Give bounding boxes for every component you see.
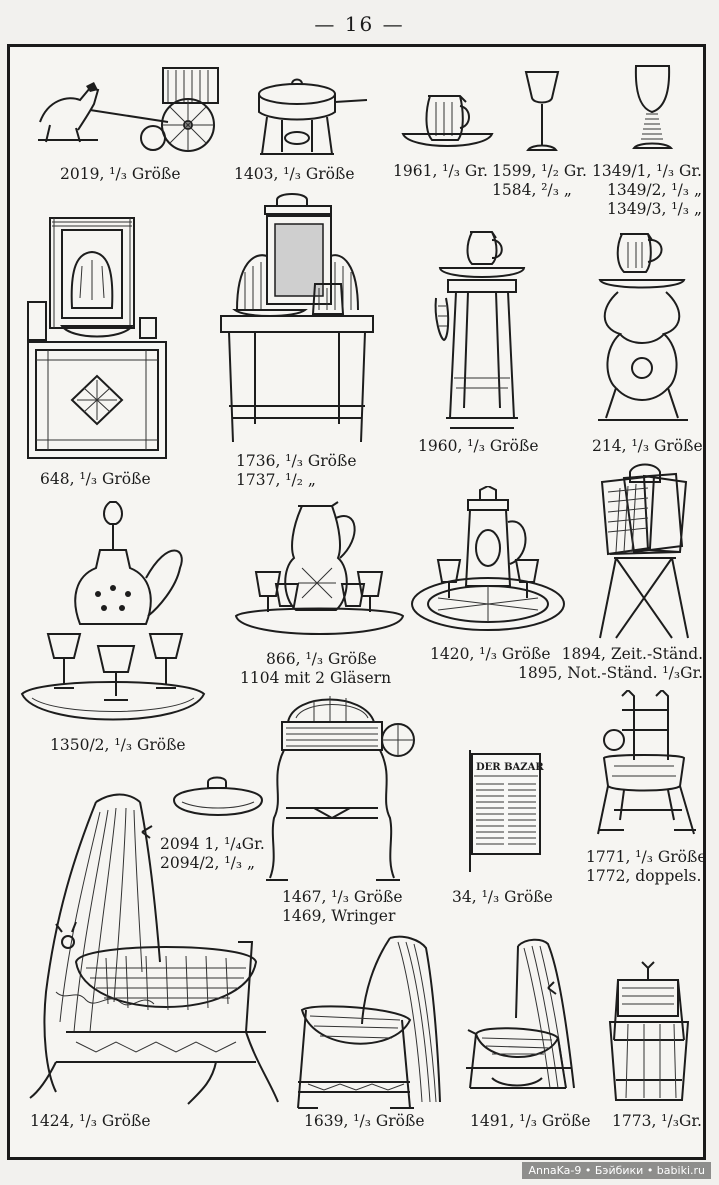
caption-line: 1961, ¹/₃ Gr. [393,162,488,180]
caption-1424: 1424, ¹/₃ Größe [30,1112,151,1131]
vanity-table-illustration [215,192,380,450]
caption-line: 1639, ¹/₃ Größe [304,1112,425,1130]
caption-line: 1349/2, ¹/₃ „ [606,181,702,199]
caption-214: 214, ¹/₃ Größe [592,437,703,456]
caption-line: 2094 1, ¹/₄Gr. [160,835,265,853]
jug-and-basin-illustration [400,92,495,154]
caption-line: 1772, doppels. [586,867,702,885]
caption-line: 1424, ¹/₃ Größe [30,1112,151,1130]
pitcher-set-illustration [232,498,407,646]
caption-1736: 1736, ¹/₃ Größe 1737, ¹/₂ „ [236,452,357,490]
caption-line: 1584, ²/₃ „ [492,181,572,199]
caption-1773: 1773, ¹/₃Gr. [612,1112,702,1131]
liqueur-set-illustration [18,498,208,733]
beer-set-illustration [408,486,568,636]
caption-1639: 1639, ¹/₃ Größe [304,1112,425,1131]
caption-line: 1349/3, ¹/₃ „ [606,200,702,218]
caption-line: 1599, ¹/₂ Gr. [492,162,587,180]
caption-1599: 1599, ¹/₂ Gr. 1584, ²/₃ „ [492,162,587,200]
caption-line: 1467, ¹/₃ Größe [282,888,403,906]
caption-line: 1895, Not.-Ständ. ¹/₃Gr. [518,664,704,682]
cradle-1639-illustration [294,932,446,1110]
caption-line: 1403, ¹/₃ Größe [234,165,355,183]
large-cradle-illustration [16,792,286,1112]
wine-glass-illustration [630,62,675,154]
caption-line: 1491, ¹/₃ Größe [470,1112,591,1130]
caption-line: 866, ¹/₃ Größe [266,650,377,668]
caption-648: 648, ¹/₃ Größe [40,470,151,489]
watermark: AnnaKa-9 • Бэйбики • babiki.ru [522,1162,711,1179]
page-number: — 16 — [314,12,405,36]
newspaper-stand-illustration [594,462,694,642]
newspaper-title: DER BAZAR [476,762,544,773]
bowl-illustration [170,776,266,828]
caption-line: 1960, ¹/₃ Größe [418,437,539,455]
caption-1894: 1894, Zeit.-Ständ. 1895, Not.-Ständ. ¹/₃… [518,645,703,683]
caption-line: 1737, ¹/₂ „ [236,471,316,489]
catalog-frame [7,44,706,1160]
caption-1467: 1467, ¹/₃ Größe 1469, Wringer [282,888,403,926]
caption-1960: 1960, ¹/₃ Größe [418,437,539,456]
washstand-mirror-illustration [22,208,172,463]
caption-866: 866, ¹/₃ Größe 1104 mit 2 Gläsern [240,650,391,688]
caption-line: 2019, ¹/₃ Größe [60,165,181,183]
newspaper-illustration: DER BAZAR [464,748,544,872]
caption-1403: 1403, ¹/₃ Größe [234,165,355,184]
caption-1350: 1350/2, ¹/₃ Größe [50,736,186,755]
chafing-dish-illustration [252,72,370,160]
goblet-illustration [522,68,562,156]
bucket-wringer-illustration [604,960,694,1104]
caption-line: 1420, ¹/₃ Größe [430,645,551,663]
horse-cart-illustration [28,60,223,160]
caption-1420: 1420, ¹/₃ Größe [430,645,551,664]
washing-machine-illustration [594,690,700,838]
caption-line: 1894, Zeit.-Ständ. [561,645,704,663]
caption-1961: 1961, ¹/₃ Gr. [393,162,488,181]
caption-line: 1773, ¹/₃Gr. [612,1112,702,1130]
mangle-illustration [264,688,420,886]
caption-1491: 1491, ¹/₃ Größe [470,1112,591,1131]
caption-1771: 1771, ¹/₃ Größe 1772, doppels. [586,848,707,886]
caption-line: 34, ¹/₃ Größe [452,888,553,906]
iron-washstand-illustration [590,228,700,428]
caption-line: 648, ¹/₃ Größe [40,470,151,488]
caption-line: 2094/2, ¹/₃ „ [160,854,255,872]
caption-line: 1771, ¹/₃ Größe [586,848,707,866]
wash-column-illustration [432,228,532,434]
caption-line: 1104 mit 2 Gläsern [240,669,392,687]
caption-line: 1469, Wringer [282,907,396,925]
caption-line: 1736, ¹/₃ Größe [236,452,357,470]
caption-line: 214, ¹/₃ Größe [592,437,703,455]
caption-line: 1350/2, ¹/₃ Größe [50,736,186,754]
caption-1349: 1349/1, ¹/₃ Gr. 1349/2, ¹/₃ „ 1349/3, ¹/… [592,162,702,219]
caption-2019: 2019, ¹/₃ Größe [60,165,181,184]
caption-line: 1349/1, ¹/₃ Gr. [592,162,702,180]
cradle-1491-illustration [462,938,598,1102]
caption-2094: 2094 1, ¹/₄Gr. 2094/2, ¹/₃ „ [160,835,265,873]
caption-34: 34, ¹/₃ Größe [452,888,553,907]
